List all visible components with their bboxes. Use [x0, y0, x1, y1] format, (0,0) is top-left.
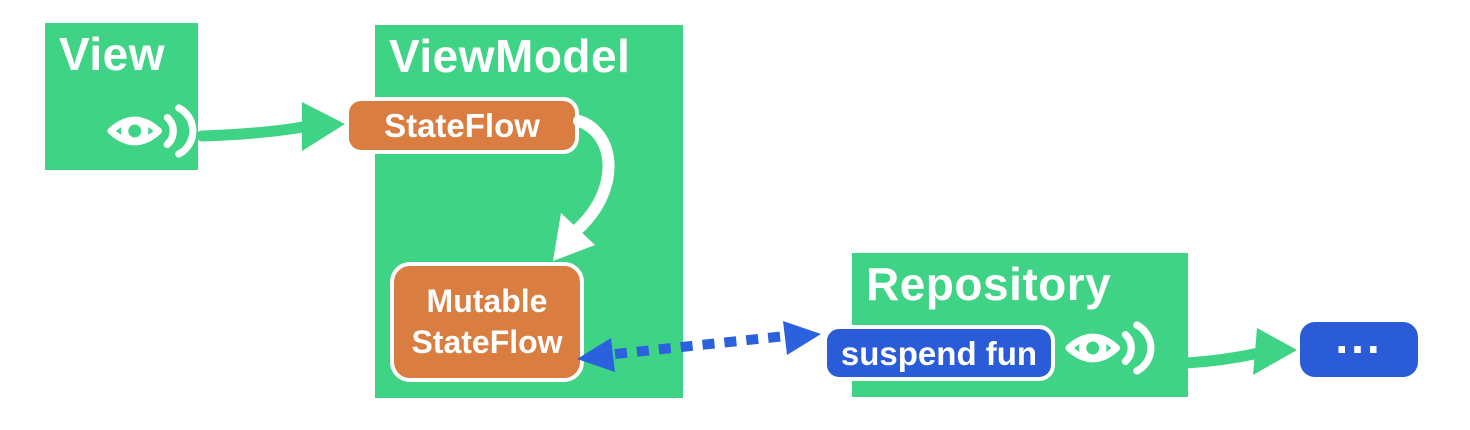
arrow-view-to-stateflow	[196, 102, 345, 151]
stateflow-badge-label: StateFlow	[384, 107, 540, 144]
mutable-stateflow-badge-line2: StateFlow	[411, 324, 563, 360]
viewmodel-title: ViewModel	[389, 30, 631, 82]
view-title: View	[59, 28, 165, 80]
mutable-stateflow-badge-line1: Mutable	[426, 283, 548, 320]
repository-title: Repository	[866, 258, 1112, 310]
more-box: ...	[1300, 314, 1418, 377]
more-box-label: ...	[1335, 310, 1383, 363]
suspend-fun-badge-label: suspend fun	[840, 334, 1038, 372]
mutable-stateflow-badge: Mutable StateFlow	[390, 262, 584, 382]
observer-eye-icon	[106, 100, 198, 162]
stateflow-badge: StateFlow	[345, 97, 579, 154]
suspend-fun-badge: suspend fun	[823, 325, 1055, 381]
view-box: View	[45, 23, 198, 170]
observer-eye-icon	[1064, 317, 1156, 379]
arrow-repository-to-more	[1180, 328, 1297, 375]
